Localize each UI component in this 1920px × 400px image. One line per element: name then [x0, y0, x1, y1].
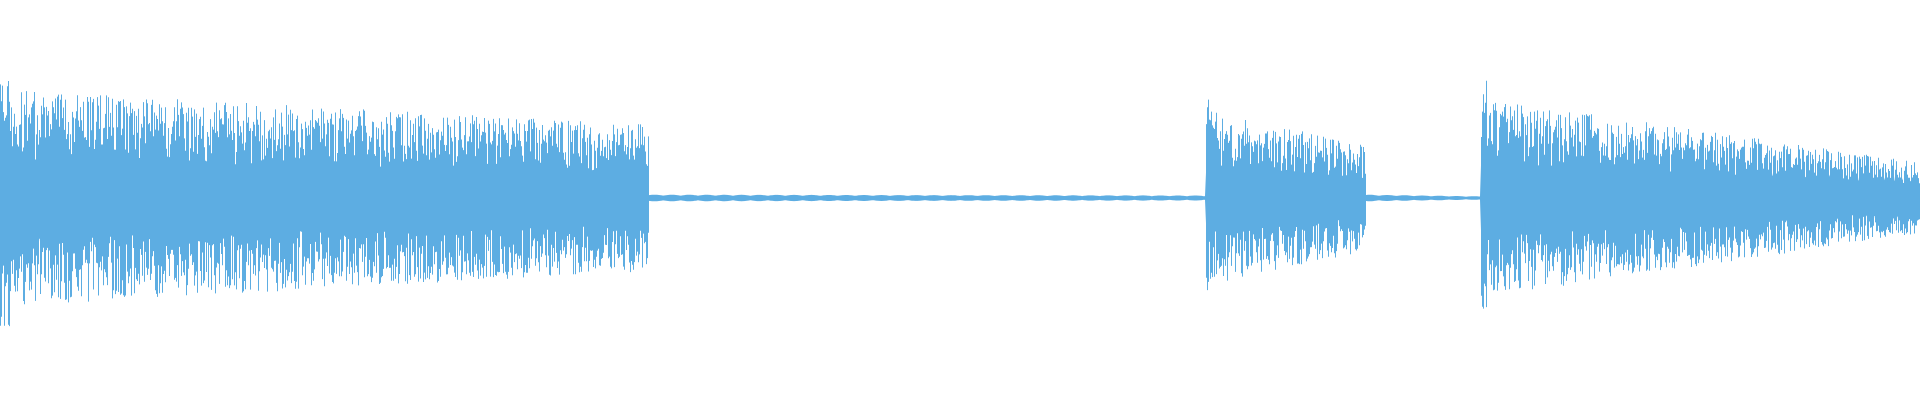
- waveform-transients: [0, 80, 1920, 327]
- waveform-peaks: [0, 80, 1920, 327]
